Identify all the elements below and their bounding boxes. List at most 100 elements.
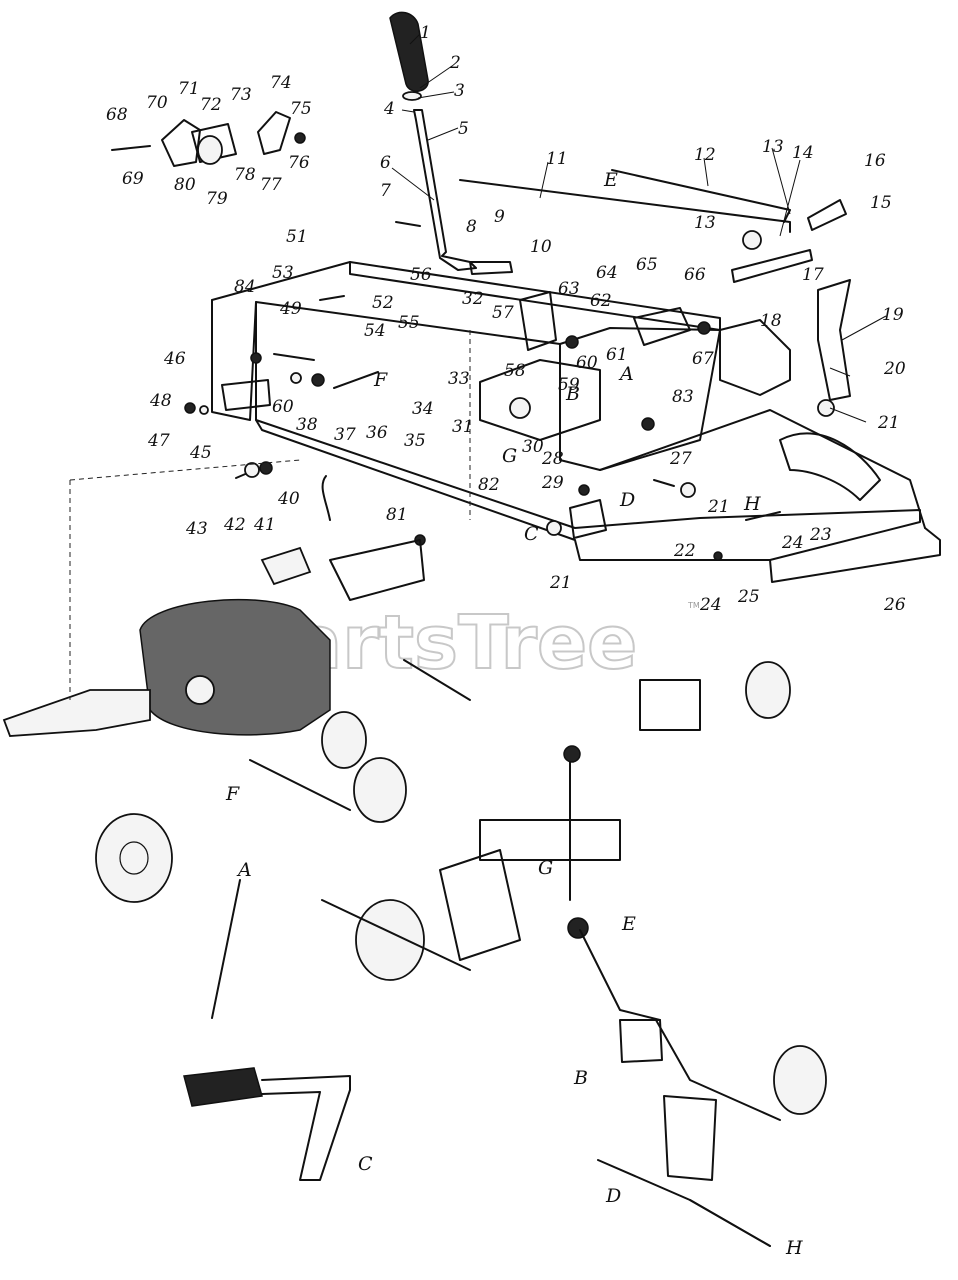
nut-24	[713, 551, 723, 561]
callout-36: 36	[366, 423, 388, 443]
callout-22: 22	[673, 541, 696, 561]
mount-plate-45	[221, 379, 271, 411]
washer-42	[244, 462, 260, 478]
ref-f-bottom: F	[225, 783, 240, 805]
shift-rods	[459, 169, 847, 283]
callout-33: 33	[448, 369, 470, 389]
callout-29: 29	[541, 473, 564, 493]
nut-46	[250, 352, 262, 364]
nut-29	[578, 484, 590, 496]
brake-bracket-lower	[663, 1095, 717, 1181]
bolt-68	[111, 145, 151, 151]
transmission-housing	[139, 598, 331, 736]
pivot-bracket-b	[619, 1019, 663, 1063]
spring-center	[403, 659, 471, 701]
nut-60	[311, 373, 325, 387]
callout-46: 46	[163, 349, 186, 369]
pulley-middle	[353, 757, 407, 823]
knob-washer	[402, 91, 422, 101]
callout-81: 81	[386, 505, 408, 525]
callout-60b: 60	[272, 397, 294, 417]
axle-bracket-c	[569, 499, 607, 539]
idler-bracket-assembly	[161, 111, 306, 167]
callout-75: 75	[290, 99, 312, 119]
callout-27: 27	[669, 449, 692, 469]
callout-83: 83	[672, 387, 694, 407]
clutch-frame	[479, 819, 621, 861]
callout-2: 2	[449, 53, 461, 73]
bolt-23	[745, 511, 781, 521]
tractor-frame	[211, 261, 941, 583]
callout-49: 49	[279, 299, 302, 319]
callout-53: 53	[272, 263, 294, 283]
callout-17: 17	[802, 265, 824, 285]
bolt-51	[319, 295, 345, 301]
callout-60a: 60	[576, 353, 598, 373]
callout-84: 84	[234, 277, 256, 297]
reference-letters: E E A A B B C C D D F F G G H H	[225, 169, 803, 1259]
watermark-tm: TM	[687, 601, 700, 610]
pedal-link	[579, 929, 661, 1021]
frame-rear-plate	[599, 409, 926, 529]
leader-lines	[391, 33, 887, 423]
input-shaft-bearing	[185, 675, 215, 705]
ref-d-bottom: D	[605, 1185, 621, 1207]
callout-5: 5	[458, 119, 469, 139]
callout-43: 43	[185, 519, 208, 539]
callout-70: 70	[146, 93, 168, 113]
shift-lever-assembly	[389, 11, 513, 275]
ref-a-bottom: A	[236, 859, 252, 881]
callout-66: 66	[684, 265, 706, 285]
pulley-right	[745, 661, 791, 719]
ref-e-bottom: E	[621, 913, 636, 935]
brake-pedal-19	[817, 279, 851, 401]
shift-knob	[389, 11, 429, 92]
callout-38: 38	[296, 415, 318, 435]
callout-52: 52	[372, 293, 394, 313]
bracket-15	[807, 199, 847, 231]
ref-h-bottom: H	[785, 1237, 803, 1259]
clutch-bracket-10	[519, 291, 557, 351]
callout-19: 19	[882, 305, 904, 325]
ref-h-top: H	[743, 493, 761, 515]
callout-78: 78	[234, 165, 256, 185]
callout-4: 4	[383, 99, 395, 119]
callout-41: 41	[253, 515, 276, 535]
clutch-pedal-pad	[183, 1067, 263, 1107]
callout-32: 32	[462, 289, 484, 309]
callout-51: 51	[286, 227, 308, 247]
ref-g-top: G	[502, 445, 517, 467]
hardware	[111, 145, 781, 561]
shift-lever-pin	[469, 261, 513, 275]
callout-7: 7	[380, 181, 391, 201]
callout-74: 74	[270, 73, 292, 93]
callout-12: 12	[694, 145, 716, 165]
callout-69: 69	[122, 169, 144, 189]
callout-24a: 24	[781, 533, 804, 553]
callout-labels: 1 2 3 4 5 6 7 8 9 10 11 12 13 13 14 15 1…	[106, 23, 906, 615]
nut-83	[641, 417, 655, 431]
pulley-left	[95, 813, 173, 903]
callout-68: 68	[106, 105, 128, 125]
pulley-upper	[321, 711, 367, 769]
frame-outline	[211, 261, 941, 583]
shift-rod-11	[459, 179, 791, 233]
callout-40: 40	[277, 489, 300, 509]
idler-plate-74	[257, 111, 291, 155]
callout-54: 54	[364, 321, 386, 341]
callout-64: 64	[596, 263, 618, 283]
rod-bushing	[742, 230, 762, 250]
callout-24b: 24	[699, 595, 722, 615]
rear-bracket	[719, 319, 791, 396]
callout-26: 26	[883, 595, 906, 615]
spacer-21b	[680, 482, 696, 498]
callout-31: 31	[452, 417, 474, 437]
callout-55: 55	[398, 313, 420, 333]
ref-a-top: A	[618, 363, 634, 385]
callout-59: 59	[558, 375, 580, 395]
washer-47	[199, 405, 209, 415]
pedal-bushing-21	[817, 399, 835, 417]
callout-73: 73	[230, 85, 252, 105]
callout-11: 11	[546, 149, 568, 169]
